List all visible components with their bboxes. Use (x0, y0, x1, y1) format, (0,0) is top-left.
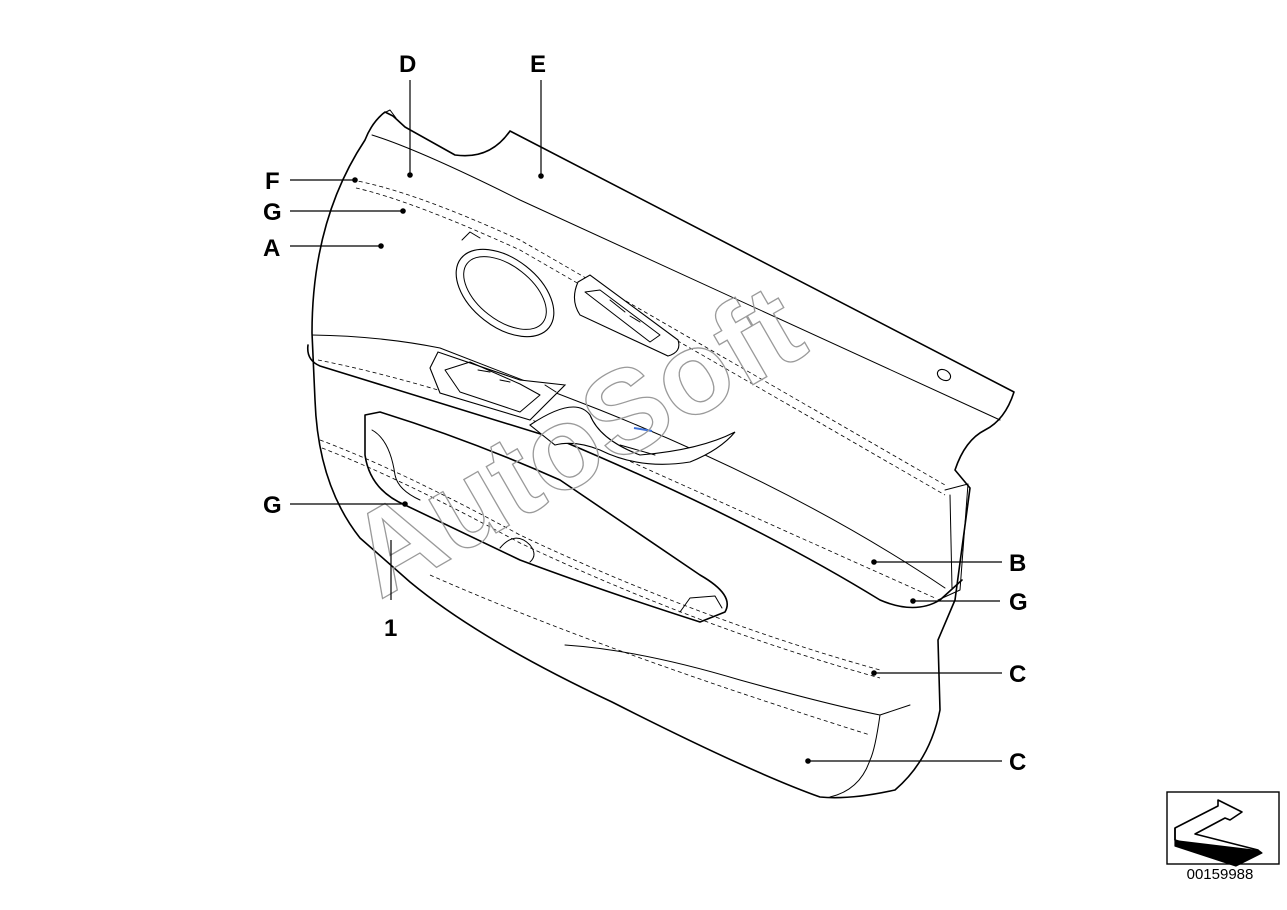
storage-pocket (364, 411, 728, 623)
callout-c-mid: C (1009, 661, 1026, 688)
callout-c-low: C (1009, 749, 1026, 776)
door-panel (306, 109, 1015, 799)
right-end-trim (937, 483, 969, 601)
speaker-grille (455, 231, 555, 338)
door-handle-bezel (573, 274, 680, 357)
callout-d: D (399, 51, 416, 78)
callout-b: B (1009, 550, 1026, 577)
callout-g-right: G (1009, 589, 1028, 616)
callout-g-top: G (263, 199, 282, 226)
right-end-trim-2 (949, 494, 953, 589)
handle-accent (633, 427, 653, 432)
mounting-hole (936, 368, 952, 382)
callout-a: A (263, 235, 280, 262)
upper-rail-edge (371, 134, 1001, 421)
armrest-rail (306, 344, 963, 609)
direction-arrow-icon (1166, 791, 1280, 867)
callout-f: F (265, 168, 280, 195)
lower-seam (564, 644, 911, 716)
pull-handle (529, 406, 736, 465)
callout-e: E (530, 51, 546, 78)
storage-pocket-corner (679, 595, 723, 613)
door-panel-outline (311, 111, 1015, 799)
storage-pocket-lip (499, 537, 535, 563)
callout-1: 1 (384, 615, 397, 642)
top-clip (383, 109, 397, 119)
upper-stitch-2 (355, 187, 946, 496)
callout-leaders (290, 80, 1002, 764)
bottom-stitch (429, 574, 871, 736)
callout-g-left: G (263, 492, 282, 519)
reference-number: 00159988 (1186, 866, 1254, 883)
storage-pocket-inner (371, 429, 421, 501)
armrest-stitch (317, 359, 936, 599)
window-switch-block (429, 351, 567, 421)
upper-stitch-1 (351, 179, 946, 486)
lower-seam-right (829, 714, 881, 798)
